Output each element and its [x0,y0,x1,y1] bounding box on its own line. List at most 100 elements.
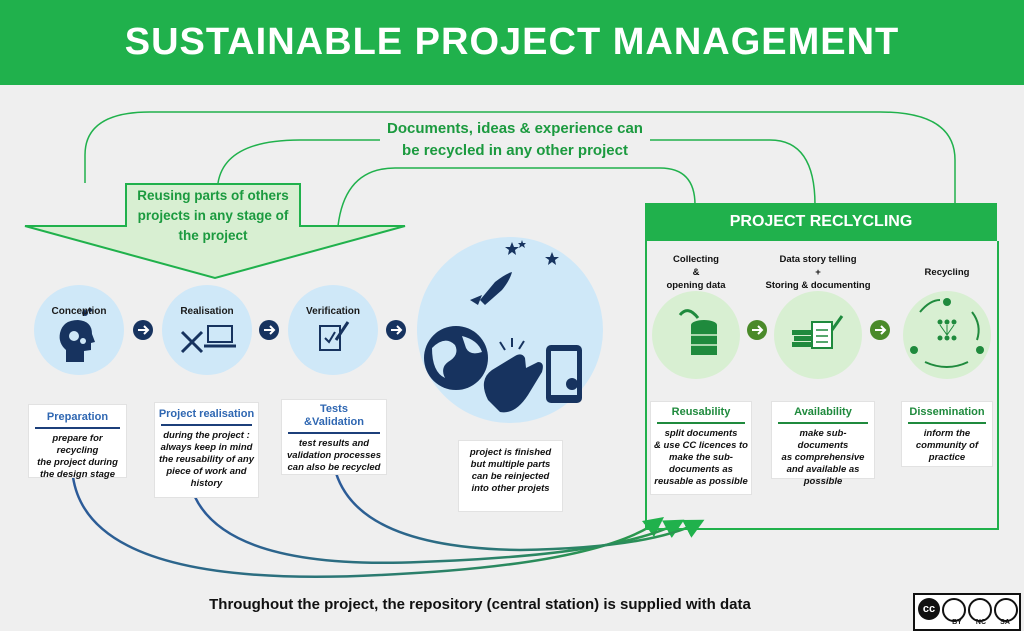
card-preparation: Preparation prepare for recycling the pr… [29,405,126,480]
stage-circle-verification [288,285,378,375]
card-availability: Availability make sub-documents as compr… [772,402,874,487]
card-line: split documents [664,428,738,439]
card-body: during the project : always keep in mind… [155,430,258,490]
card-line: & use CC licences to [654,440,748,451]
recycle-network-icon [910,298,984,368]
by-icon [942,598,966,622]
clapping-hands-icon [483,338,543,413]
sa-icon [994,598,1018,622]
card-divider [657,422,745,424]
card-line: inform the [923,428,971,439]
card-line: piece of work and [166,466,247,477]
card-line: but multiple parts [470,459,551,470]
card-line: the project during [37,457,118,468]
stage-label-conception: Conception [51,306,107,317]
card-divider [288,432,380,434]
step-label-line: & [692,267,700,278]
card-line: community of [915,440,979,451]
recycle-note-line2: be recycled in any other project [402,142,628,159]
reuse-arrow [24,183,406,280]
card-divider [35,427,120,429]
step-label-line: + [815,267,821,278]
card-line: test results and [298,438,370,449]
recycle-note: Documents, ideas & experience can be rec… [380,118,650,162]
head-gears-icon [59,308,95,362]
card-line: during the project : [163,430,250,441]
stars-icon [505,240,559,265]
step-label-line: Collecting [673,254,719,265]
cc-icons: cc [918,598,1018,622]
cc-label-by: BY [952,619,962,626]
card-line: into other projets [471,483,550,494]
reuse-line2: projects in any stage of [137,208,289,223]
header-bar [0,0,1024,85]
stage-label-realisation: Realisation [180,306,234,317]
reuse-line1: Reusing parts of others [137,188,289,203]
tools-laptop-icon [180,325,236,354]
card-line: validation processes [287,450,381,461]
cc-icon: cc [918,598,940,620]
smartphone-icon [546,345,582,403]
data-flow-curves [71,472,705,578]
card-body: prepare for recycling the project during… [29,433,126,481]
card-body: project is finished but multiple parts c… [459,447,562,495]
card-line: reusable as possible [654,476,748,487]
recycle-note-line1: Documents, ideas & experience can [387,120,643,137]
card-line: the design stage [40,469,115,480]
step-label-storing: Data story telling + Storing & documenti… [762,253,874,292]
cc-license-badge[interactable]: cc BY NC SA [913,593,1021,631]
project-recycling-header [645,203,997,241]
card-title-line1: Tests [320,403,348,415]
card-title: Preparation [46,411,109,423]
card-line: history [190,478,223,489]
card-line: make the sub- [669,452,733,463]
step-label-recycling: Recycling [902,266,992,279]
project-recycling-box [645,241,999,530]
card-title: Availability [794,406,852,418]
card-body: test results and validation processes ca… [282,438,386,474]
project-recycling-title: PROJECT RECLYCLING [729,213,913,230]
card-body: make sub-documents as comprehensive and … [772,428,874,488]
footer-text: Throughout the project, the repository (… [209,596,751,613]
cc-labels: BY NC SA [945,619,1017,626]
card-project-realisation: Project realisation during the project :… [155,403,258,497]
reuse-arrow-text: Reusing parts of others projects in any … [126,186,300,246]
card-title: Dissemination [909,406,985,418]
card-line: possible [803,476,843,487]
card-line: can also be recycled [287,462,381,473]
card-divider [908,422,986,424]
card-line: make sub-documents [797,428,849,451]
card-line: as comprehensive [781,452,865,463]
card-body: split documents & use CC licences to mak… [651,428,751,488]
card-dissemination: Dissemination inform the community of pr… [902,402,992,466]
database-icon [678,309,717,355]
step-label-line: opening data [666,280,726,291]
reuse-line3: the project [178,228,248,243]
checklist-icon [319,321,350,351]
card-divider [161,424,252,426]
cc-label-nc: NC [975,619,987,626]
card-reusability: Reusability split documents & use CC lic… [651,402,751,494]
card-title-line2: &Validation [304,416,364,428]
cc-label-sa: SA [1000,619,1010,626]
card-line: prepare for recycling [52,433,103,456]
rocket-icon [470,272,512,305]
card-body: inform the community of practice [902,428,992,464]
card-line: project is finished [469,447,552,458]
card-line: always keep in mind [160,442,253,453]
stage-label-verification: Verification [306,306,360,317]
card-line: and available as [786,464,860,475]
card-line: can be reinjected [471,471,550,482]
books-documents-icon [792,315,844,349]
card-divider [778,422,868,424]
step-label-collecting: Collecting & opening data [651,253,741,292]
card-tests-validation: Tests &Validation test results and valid… [282,400,386,474]
card-line: the reusability of any [158,454,255,465]
card-title: Project realisation [158,408,255,420]
card-line: practice [928,452,966,463]
step-label-line: Recycling [924,267,970,278]
page-title: SUSTAINABLE PROJECT MANAGEMENT [124,21,900,63]
step-label-line: Storing & documenting [765,280,871,291]
step-label-line: Data story telling [779,254,857,265]
